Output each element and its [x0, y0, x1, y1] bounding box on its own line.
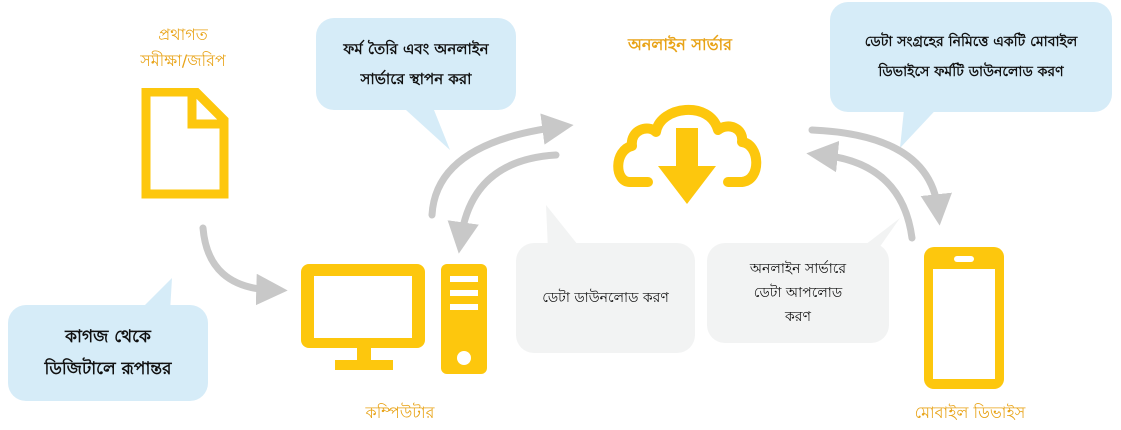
- bubble-download-data: ডেটা ডাউনলোড করণ: [516, 243, 695, 353]
- arrow-server-to-mobile: [808, 126, 952, 226]
- bubble-tail-download-to-mobile: [900, 100, 945, 148]
- label-traditional-survey: প্রথাগত সমীক্ষা/জরিপ: [140, 25, 226, 70]
- bubble-download-to-mobile: ডেটা সংগ্রহের নিমিত্তে একটি মোবাইল ডিভাই…: [830, 2, 1112, 112]
- bubble-tail-download-data: [546, 205, 582, 250]
- bubble-upload-data: অনলাইন সার্ভারে ডেটা আপলোড করণ: [707, 243, 889, 343]
- label-online-server: অনলাইন সার্ভার: [628, 35, 732, 54]
- arrow-document-to-computer: [199, 224, 288, 306]
- bubble-create-form: ফর্ম তৈরি এবং অনলাইন সার্ভারে স্থাপন করা: [316, 18, 516, 110]
- mobile-phone-icon: [924, 247, 1004, 389]
- arrow-server-to-computer: [447, 151, 560, 254]
- document-icon: [141, 88, 229, 199]
- label-computer: কম্পিউটার: [365, 403, 435, 422]
- cloud-download-icon: [613, 104, 762, 204]
- label-mobile-device: মোবাইল ডিভাইস: [914, 403, 1026, 422]
- arrow-computer-to-server: [428, 113, 574, 219]
- arrow-mobile-to-server: [806, 140, 916, 242]
- bubble-tail-paper-to-digital: [138, 278, 172, 312]
- computer-icon: [301, 264, 487, 374]
- bubble-tail-create-form: [395, 100, 450, 150]
- bubble-paper-to-digital: কাগজ থেকে ডিজিটালে রূপান্তর: [8, 305, 208, 401]
